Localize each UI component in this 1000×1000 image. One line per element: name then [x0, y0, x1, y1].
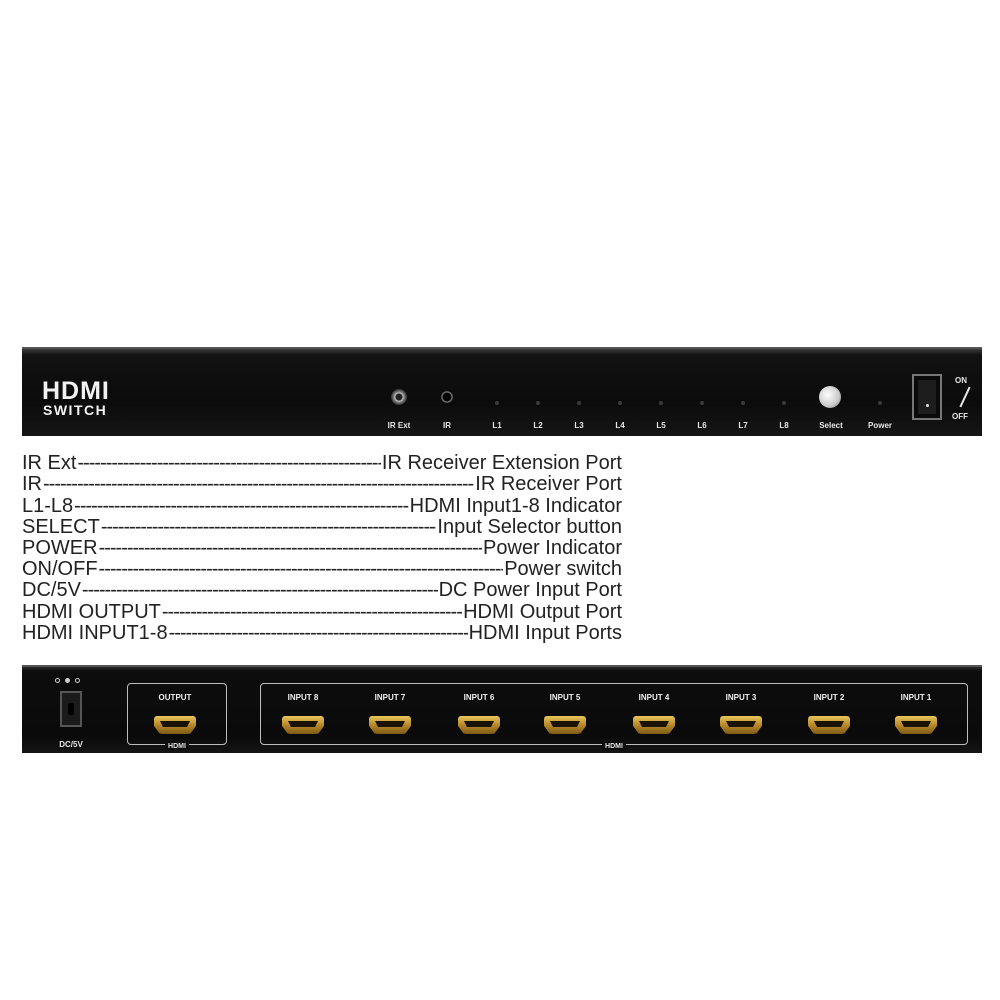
power-led — [878, 401, 882, 405]
power-switch[interactable] — [912, 374, 942, 420]
legend-row: IR Ext IR Receiver Extension Port — [22, 453, 622, 474]
led-l8 — [782, 401, 786, 405]
legend-dash-leader — [169, 623, 468, 644]
hdmi-input-port-3[interactable] — [720, 716, 762, 734]
hdmi-input-port-4[interactable] — [633, 716, 675, 734]
led-label-l7: L7 — [738, 421, 748, 430]
legend-row: SELECT Input Selector button — [22, 515, 622, 538]
power-label: Power — [867, 421, 893, 430]
input-label-2: INPUT 2 — [813, 693, 845, 702]
input-label-8: INPUT 8 — [287, 693, 319, 702]
ir-ext-jack[interactable] — [391, 389, 407, 405]
led-label-l8: L8 — [779, 421, 789, 430]
legend-description: HDMI Output Port — [463, 600, 622, 623]
input-label-4: INPUT 4 — [638, 693, 670, 702]
brand-hdmi: HDMI — [42, 377, 110, 405]
input-label-7: INPUT 7 — [374, 693, 406, 702]
hdmi-output-port[interactable] — [154, 716, 196, 734]
dc-label: DC/5V — [59, 740, 83, 749]
led-label-l5: L5 — [656, 421, 666, 430]
legend-term: ON/OFF — [22, 558, 98, 581]
legend-dash-leader — [77, 453, 380, 474]
legend-description: Power Indicator — [483, 536, 622, 559]
legend-dash-leader — [99, 559, 504, 580]
output-label: OUTPUT — [158, 693, 192, 702]
input-bracket: HDMI — [260, 683, 968, 750]
hdmi-input-port-1[interactable] — [895, 716, 937, 734]
select-button[interactable] — [819, 386, 841, 408]
ir-label: IR — [443, 421, 451, 430]
input-group-label: HDMI — [602, 743, 626, 750]
legend-row: DC/5V DC Power Input Port — [22, 580, 622, 601]
brand-switch: SWITCH — [43, 402, 108, 418]
led-l1 — [495, 401, 499, 405]
legend-term: HDMI OUTPUT — [22, 600, 161, 623]
dc-power-jack[interactable] — [60, 691, 82, 727]
legend-description: DC Power Input Port — [438, 579, 622, 602]
output-group-label: HDMI — [165, 743, 189, 750]
input-label-3: INPUT 3 — [725, 693, 757, 702]
hdmi-input-port-2[interactable] — [808, 716, 850, 734]
legend-dash-leader — [82, 580, 438, 601]
legend-description: HDMI Input1-8 Indicator — [409, 494, 622, 517]
legend-term: IR Ext — [22, 452, 77, 475]
hdmi-input-port-6[interactable] — [458, 716, 500, 734]
led-l2 — [536, 401, 540, 405]
hdmi-input-port-5[interactable] — [544, 716, 586, 734]
legend-dash-leader — [101, 517, 437, 538]
legend-dash-leader — [99, 538, 482, 559]
output-bracket: HDMI — [127, 683, 227, 750]
switch-on-label: ON — [955, 376, 967, 385]
hdmi-input-port-7[interactable] — [369, 716, 411, 734]
legend-row: HDMI INPUT1-8 HDMI Input Ports — [22, 621, 622, 644]
legend-row: POWER Power Indicator — [22, 536, 622, 559]
hdmi-input-port-8[interactable] — [282, 716, 324, 734]
led-label-l4: L4 — [615, 421, 625, 430]
legend-dash-leader — [43, 474, 474, 495]
switch-off-label: OFF — [952, 412, 968, 421]
ir-ext-label: IR Ext — [387, 421, 411, 430]
legend-description: Input Selector button — [437, 515, 622, 538]
legend-description: IR Receiver Port — [475, 473, 622, 496]
legend-term: IR — [22, 473, 42, 496]
legend-row: IR IR Receiver Port — [22, 474, 622, 495]
rear-panel: DC/5V HDMI OUTPUT HDMI INPUT 8 INPUT 7 INP… — [22, 665, 982, 753]
legend-description: IR Receiver Extension Port — [381, 452, 622, 475]
led-l7 — [741, 401, 745, 405]
legend-row: ON/OFF Power switch — [22, 559, 622, 580]
select-label: Select — [819, 421, 843, 430]
input-label-1: INPUT 1 — [900, 693, 932, 702]
front-panel: HDMI SWITCH IR Ext IR Select Power ON OF… — [22, 347, 982, 436]
legend-term: SELECT — [22, 515, 100, 538]
led-label-l6: L6 — [697, 421, 707, 430]
led-label-l3: L3 — [574, 421, 584, 430]
ir-sensor — [441, 391, 453, 403]
led-l4 — [618, 401, 622, 405]
led-label-l2: L2 — [533, 421, 543, 430]
legend-dash-leader — [162, 602, 462, 623]
legend-description: Power switch — [504, 558, 622, 581]
power-switch-dot — [926, 404, 929, 407]
led-label-l1: L1 — [492, 421, 502, 430]
legend-description: HDMI Input Ports — [468, 621, 622, 644]
input-label-5: INPUT 5 — [549, 693, 581, 702]
led-l3 — [577, 401, 581, 405]
legend-term: HDMI INPUT1-8 — [22, 621, 168, 644]
legend-term: L1-L8 — [22, 494, 74, 517]
input-label-6: INPUT 6 — [463, 693, 495, 702]
switch-slash — [959, 386, 971, 408]
legend-dash-leader — [74, 496, 409, 517]
led-l5 — [659, 401, 663, 405]
dc-polarity-icon — [55, 677, 87, 685]
legend-row: HDMI OUTPUT HDMI Output Port — [22, 601, 622, 622]
legend-row: L1-L8 HDMI Input1-8 Indicator — [22, 495, 622, 516]
power-switch-rocker[interactable] — [918, 380, 936, 414]
legend-term: DC/5V — [22, 579, 81, 602]
legend-term: POWER — [22, 536, 98, 559]
led-l6 — [700, 401, 704, 405]
